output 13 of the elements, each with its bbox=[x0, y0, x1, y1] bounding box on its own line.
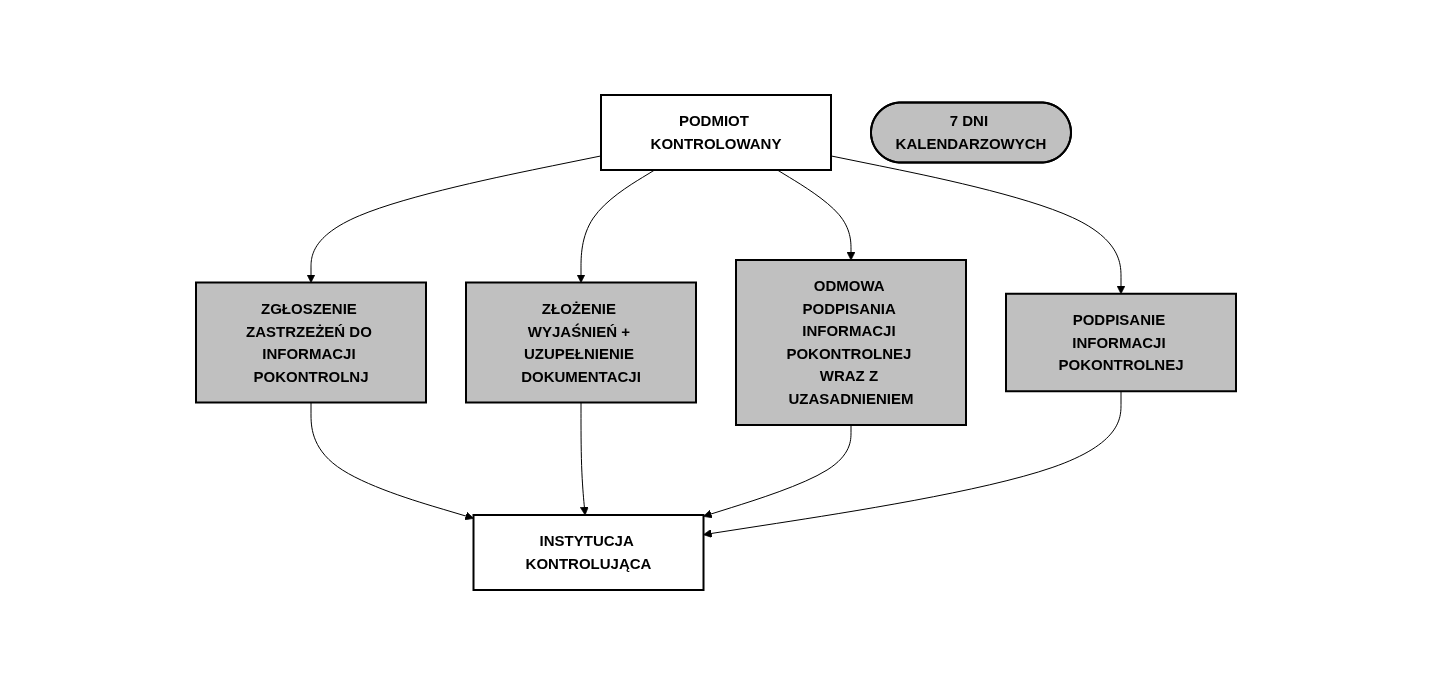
arrow bbox=[579, 402, 589, 516]
node-box: ZŁOŻENIE WYJAŚNIEŃ + UZUPEŁNIENIE DOKUMENTACJI bbox=[464, 281, 697, 404]
node-box: ZGŁOSZENIE ZASTRZEŻEŃ DO INFORMACJI POKONTROLNJ bbox=[194, 281, 427, 404]
node-box: INSTYTUCJA KONTROLUJĄCA bbox=[472, 514, 704, 591]
arrow bbox=[702, 424, 851, 519]
arrow bbox=[576, 169, 655, 283]
arrow bbox=[306, 155, 601, 283]
node-box: PODPISANIE INFORMACJI POKONTROLNEJ bbox=[1004, 292, 1237, 393]
arrow bbox=[830, 155, 1125, 295]
node-box: ODMOWA PODPISANIA INFORMACJI POKONTROLNEJ WRAZ Z UZASADNIENIEM bbox=[734, 259, 967, 426]
node-box: PODMIOT KONTROLOWANY bbox=[599, 94, 832, 171]
arrow bbox=[702, 390, 1121, 538]
arrow bbox=[310, 402, 474, 521]
